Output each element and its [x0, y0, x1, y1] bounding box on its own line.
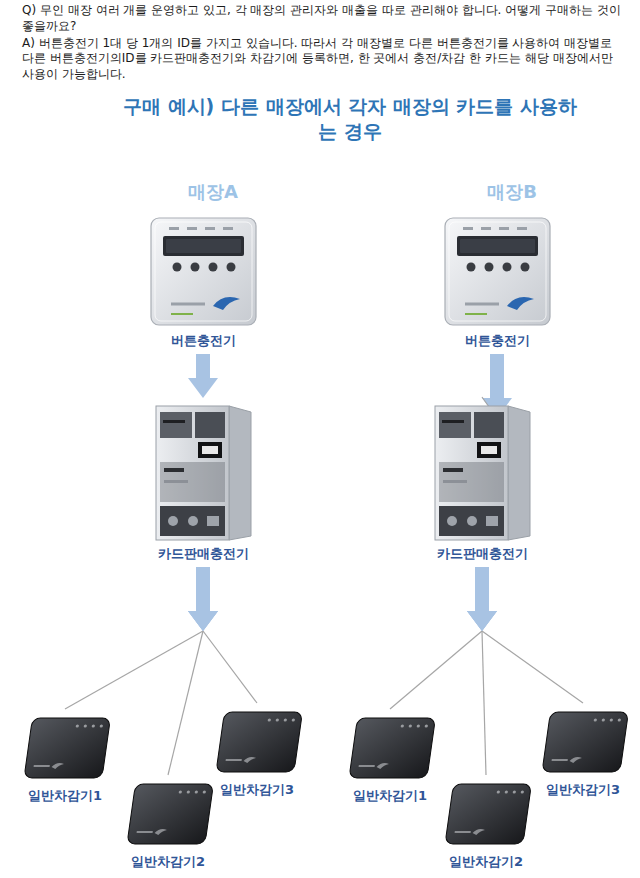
branch-line [482, 631, 486, 775]
branch-line [168, 631, 203, 775]
branch-line [65, 631, 203, 709]
reader-device: 일반차감기2 [439, 778, 533, 873]
reader-device: 일반차감기2 [121, 778, 215, 873]
card-device: 카드판매충전기 [149, 400, 258, 565]
device-label: 일반차감기2 [449, 853, 523, 871]
reader-illustration [20, 714, 110, 784]
store-heading: 매장B [487, 180, 537, 204]
flow-connector [203, 354, 204, 378]
qa-text: Q) 무인 매장 여러 개를 운영하고 있고, 각 매장의 관리자와 매출을 따… [22, 3, 626, 35]
device-label: 일반차감기3 [220, 781, 294, 799]
branch-line [482, 631, 583, 703]
device-label: 카드판매충전기 [437, 545, 528, 563]
button-device: 버튼충전기 [433, 212, 562, 352]
store-heading: 매장A [188, 180, 238, 204]
reader-device: 일반차감기3 [536, 706, 630, 801]
flow-connector [203, 567, 257, 703]
flow-arrow [490, 354, 504, 398]
button-illustration [141, 214, 266, 329]
reader-illustration [123, 780, 213, 850]
card-illustration [430, 402, 535, 542]
device-label: 일반차감기1 [353, 787, 427, 805]
flow-arrow [475, 567, 489, 611]
reader-illustration [538, 708, 628, 778]
reader-device: 일반차감기1 [18, 712, 112, 807]
device-label: 일반차감기2 [131, 853, 205, 871]
reader-device: 일반차감기3 [210, 706, 304, 801]
flow-arrow [196, 567, 210, 611]
flow-connector [482, 567, 583, 703]
flow-connector [390, 567, 482, 709]
reader-illustration [441, 780, 531, 850]
reader-illustration [345, 714, 435, 784]
device-label: 일반차감기1 [28, 787, 102, 805]
reader-illustration [212, 708, 302, 778]
device-label: 버튼충전기 [465, 332, 530, 350]
flow-connector [65, 567, 203, 709]
diagram-title: 구매 예시) 다른 매장에서 각자 매장의 카드를 사용하는 경우 [120, 94, 580, 143]
reader-device: 일반차감기1 [343, 712, 437, 807]
device-label: 카드판매충전기 [158, 545, 249, 563]
flow-arrow [196, 567, 210, 611]
button-illustration [435, 214, 560, 329]
flow-arrow [475, 567, 489, 611]
qa-block: Q) 무인 매장 여러 개를 운영하고 있고, 각 매장의 관리자와 매출을 따… [22, 3, 626, 84]
card-device: 카드판매충전기 [428, 400, 537, 565]
card-illustration [151, 402, 256, 542]
button-device: 버튼충전기 [139, 212, 268, 352]
qa-text: A) 버튼충전기 1대 당 1개의 ID를 가지고 있습니다. 따라서 각 매장… [22, 36, 626, 83]
device-label: 일반차감기3 [546, 781, 620, 799]
flow-arrow [475, 567, 489, 611]
branch-line [390, 631, 482, 709]
flow-arrow [196, 354, 210, 378]
flow-connector [482, 567, 486, 775]
flow-connector [168, 567, 203, 775]
branch-line [203, 631, 257, 703]
device-label: 버튼충전기 [171, 332, 236, 350]
flow-arrow [196, 567, 210, 611]
